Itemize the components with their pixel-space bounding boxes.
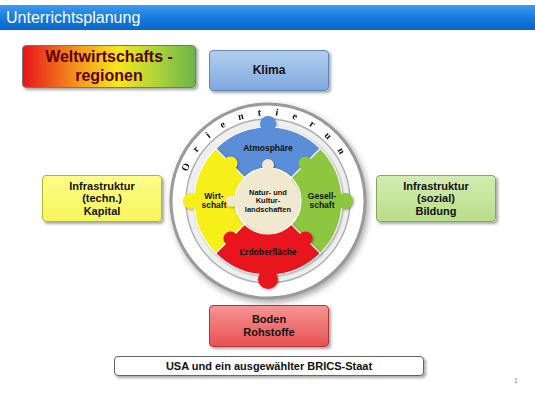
piece-tab [224,231,238,245]
piece-label: Natur- und Kultur- landschaften [239,189,297,214]
case-box: USA und ein ausgewählter BRICS-Staat [114,356,424,376]
piece-tab [260,116,276,132]
piece-label: Atmosphäre [238,144,298,153]
box-label: Infrastruktur (sozial) Bildung [399,180,473,218]
topic-box: Klima [209,50,329,91]
ring-outer [171,104,365,298]
piece-tab [258,269,278,289]
piece-outline [216,127,321,178]
box-label: Klima [253,64,286,78]
piece-tab [298,157,312,171]
piece-tab [226,195,238,207]
infrastructure-box: Infrastruktur (techn.) Kapital [42,175,162,222]
puzzle-piece: Erdoberfläche [213,222,323,291]
piece-tab [337,193,353,209]
resource-box: Boden Rohstoffe [209,305,329,347]
piece-tab [262,159,274,171]
piece-label: Erdoberfläche [233,248,303,257]
box-label: USA und ein ausgewählter BRICS-Staat [166,360,372,373]
ring-inner [186,119,350,283]
piece-tab [183,193,199,209]
piece-outline [216,224,321,275]
piece-label: Gesell- schaft [306,192,338,211]
piece-outline [291,149,342,254]
orientation-ring: OrientierungAtmosphäreWirt- schaftNatur-… [168,101,368,301]
infrastructure-box: Infrastruktur (sozial) Bildung [376,175,496,222]
title-bar: Unterrichtsplanung [0,5,535,30]
page-number: 1 [514,377,518,384]
piece-tab [298,231,312,245]
piece-outline [194,149,245,254]
box-label: Weltwirtschafts -regionen [34,48,184,85]
region-box: Weltwirtschafts -regionen [22,45,196,88]
box-label: Infrastruktur (techn.) Kapital [65,180,139,218]
box-label: Boden Rohstoffe [236,313,302,338]
slide-title: Unterrichtsplanung [6,8,140,27]
piece-label: Wirt- schaft [199,192,229,211]
piece-tab [224,157,238,171]
